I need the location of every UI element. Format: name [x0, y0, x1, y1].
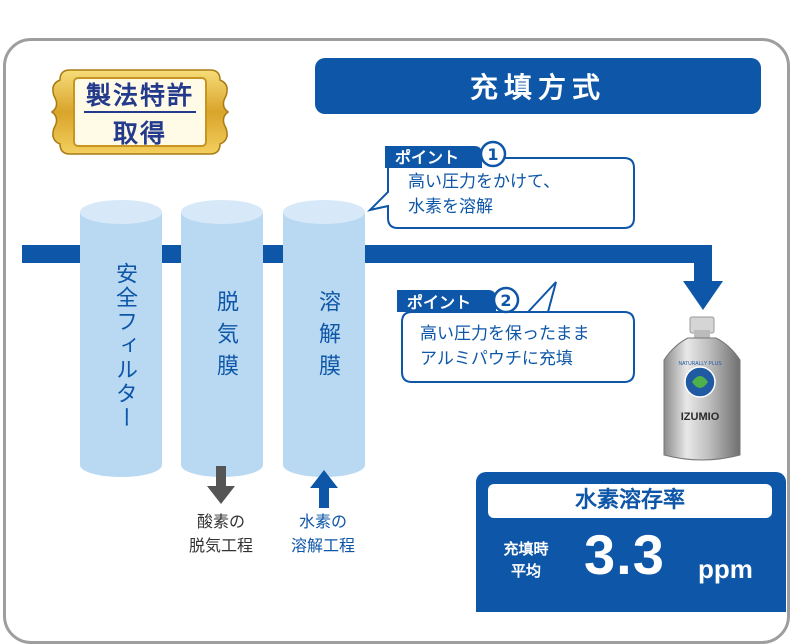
filter-cylinders	[80, 200, 365, 508]
badge-frame-icon	[50, 69, 230, 155]
badge-line2: 取得	[112, 119, 167, 148]
arrow-down-icon	[207, 466, 235, 504]
point-2-number: 2	[500, 290, 512, 310]
point-2-text: 高い圧力を保ったまま アルミパウチに充填	[420, 324, 590, 369]
pouch-brand: NATURALLY PLUS	[678, 361, 722, 367]
cylinder-dissolve-membrane	[283, 200, 365, 477]
bubble-point-1	[366, 140, 635, 229]
bubble-point-2	[397, 281, 635, 383]
page-title: 充填方式	[469, 71, 606, 104]
process-degas-label: 酸素の 脱気工程	[188, 512, 253, 555]
badge-line1: 製法特許	[85, 81, 194, 110]
pouch-image: IZUMIO NATURALLY PLUS	[663, 316, 741, 461]
pouch-name: IZUMIO	[681, 411, 720, 423]
point-1-text: 高い圧力をかけて、 水素を溶解	[408, 172, 561, 217]
point-bubbles	[366, 140, 635, 383]
point-1-number: 1	[487, 144, 499, 164]
result-unit: ppm	[698, 554, 753, 584]
point-2-tag: ポイント	[407, 293, 472, 312]
result-sub: 充填時 平均	[503, 540, 549, 580]
result-box: 水素溶存率 充填時 平均 3.3 ppm	[476, 472, 786, 612]
arrow-up-icon	[310, 470, 338, 508]
result-title: 水素溶存率	[488, 484, 772, 518]
cylinder-degas-membrane	[181, 200, 263, 477]
cylinder-safety-filter	[80, 200, 162, 477]
result-value: 3.3	[584, 523, 665, 586]
patent-badge: 製法特許 取得	[48, 62, 232, 162]
filter-label-degas: 脱気膜	[213, 290, 238, 386]
point-1-tag: ポイント	[395, 148, 460, 167]
filter-label-dissolve: 溶解膜	[315, 290, 340, 386]
title-bar: 充填方式	[315, 58, 761, 114]
filter-label-safety: 安全フィルター	[112, 262, 137, 430]
process-dissolve-label: 水素の 溶解工程	[290, 512, 355, 555]
